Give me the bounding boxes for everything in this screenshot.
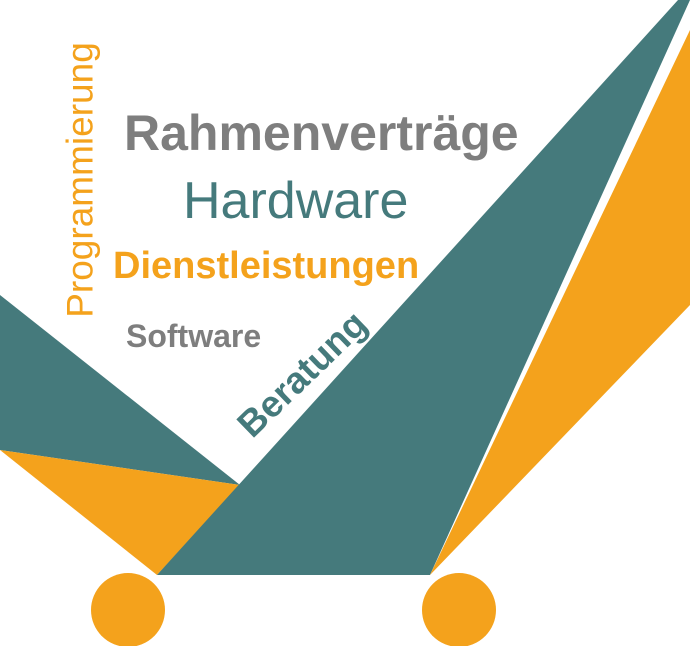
word-programmierung: Programmierung xyxy=(59,42,101,318)
left-orange-wedge xyxy=(0,450,240,575)
word-software: Software xyxy=(126,318,262,354)
cart-body-teal xyxy=(157,0,690,575)
left-teal-wing xyxy=(0,295,240,485)
cart-wheel-right xyxy=(422,573,496,646)
cart-wheel-left xyxy=(91,573,165,646)
word-dienstleistungen: Dienstleistungen xyxy=(113,245,420,287)
word-hardware: Hardware xyxy=(183,172,409,230)
cart-body-orange xyxy=(430,30,690,575)
word-rahmenvertraege: Rahmenverträge xyxy=(124,105,519,161)
